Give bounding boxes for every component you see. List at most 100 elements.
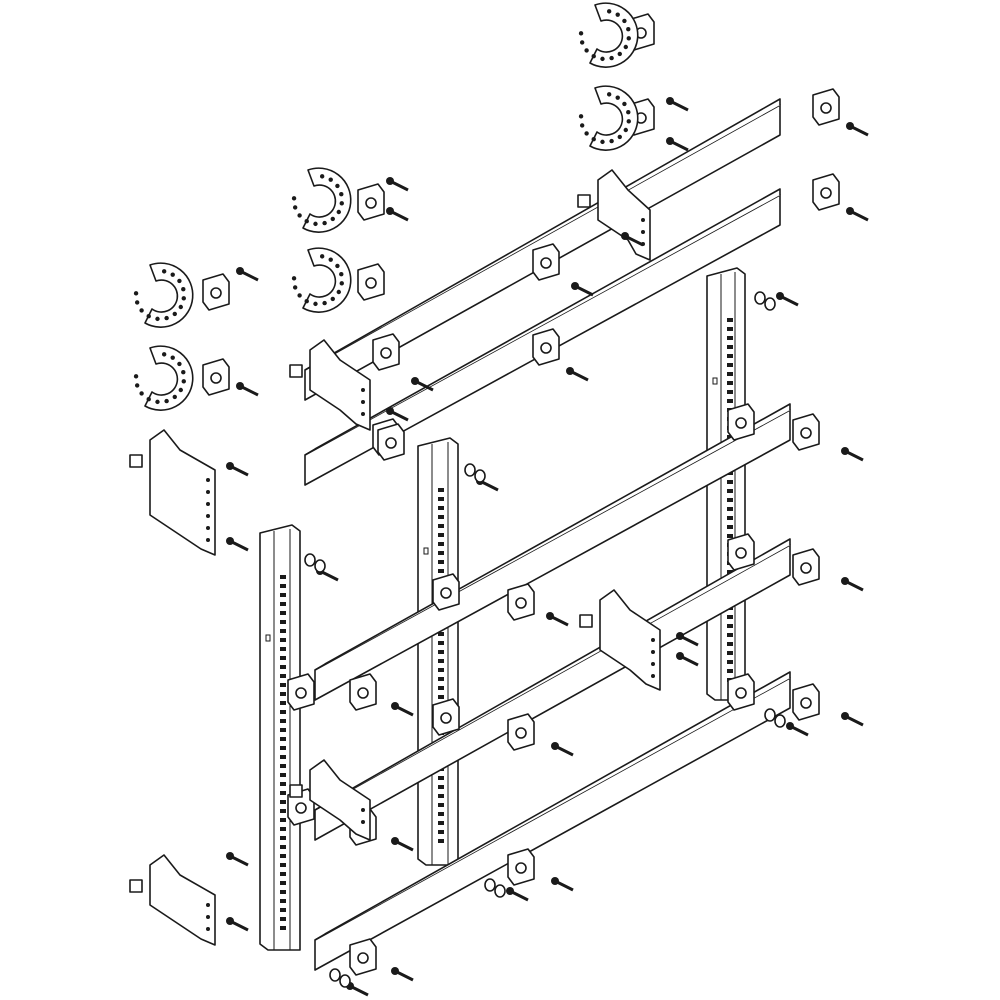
screw [506, 887, 529, 902]
bracket-outline [309, 339, 371, 431]
clamp-hole [295, 802, 307, 814]
screw [411, 377, 434, 392]
screw [666, 97, 689, 112]
ring-hole [330, 296, 335, 302]
rail-clamp [812, 88, 840, 126]
upright-slot [438, 785, 444, 789]
upright-slot [438, 677, 444, 681]
screw-head [386, 177, 394, 185]
upright-slot [727, 318, 733, 322]
mounting-bracket [289, 339, 371, 431]
screw [226, 537, 249, 552]
bracket-outline [149, 854, 216, 946]
clamp-hole [365, 277, 377, 289]
upright-slot [438, 839, 444, 843]
bracket-hole [361, 388, 365, 392]
ring-hole [626, 26, 631, 32]
ring-hole [133, 291, 139, 296]
rail-clamp [532, 243, 560, 281]
ring-hole [623, 127, 628, 133]
washer [764, 297, 776, 311]
nut [289, 364, 303, 378]
upright-slot [280, 908, 286, 912]
upright-slot [438, 830, 444, 834]
upright-slot [727, 345, 733, 349]
screw [546, 612, 569, 627]
clamp-hole [820, 187, 832, 199]
washer [754, 291, 766, 305]
upright-profile [417, 437, 459, 866]
ring-hole [134, 383, 140, 388]
ring-hole [291, 196, 297, 201]
ring-hole [297, 213, 302, 218]
bracket-hole [651, 674, 655, 678]
rail-outline [314, 677, 791, 971]
ring-hole [584, 48, 589, 53]
busbar-rail [314, 671, 791, 971]
ring-hole [322, 220, 327, 226]
screw [841, 447, 864, 462]
ring-outline [302, 247, 352, 313]
ring-hole [579, 40, 585, 45]
screw-head [506, 887, 514, 895]
upright-slot [438, 803, 444, 807]
rail-clamp [532, 328, 560, 366]
rail-clamp [377, 423, 405, 461]
ring-bracket [133, 262, 194, 328]
upright-slot [280, 845, 286, 849]
ring-hole [139, 308, 144, 313]
upright-slot [280, 701, 286, 705]
screw [236, 382, 259, 397]
ring-hole [164, 398, 169, 404]
ring-bracket [291, 247, 352, 313]
ring-hole [606, 9, 612, 14]
screw [841, 712, 864, 727]
ring-hole [600, 139, 605, 145]
bracket-outline [309, 759, 371, 841]
ring-outline [144, 345, 194, 411]
clamp-hole [357, 687, 369, 699]
upright-slot [727, 507, 733, 511]
rail-clamp [507, 583, 535, 621]
screw-head [621, 232, 629, 240]
bracket-hole [206, 514, 210, 518]
bracket-hole [206, 526, 210, 530]
ring-hole [584, 131, 589, 136]
screw-head [566, 367, 574, 375]
ring-hole [622, 101, 627, 107]
ring-hole [339, 201, 344, 206]
ring-hole [335, 263, 340, 269]
upright-slot [438, 560, 444, 564]
upright-slot [438, 506, 444, 510]
washer [774, 714, 786, 728]
rail-top-face [314, 671, 791, 941]
upright-slot [280, 710, 286, 714]
ring-hole [339, 191, 344, 197]
screw [386, 177, 409, 192]
rail-clamp [792, 683, 820, 721]
mounting-bracket [577, 169, 651, 261]
nut [129, 454, 143, 468]
upright-slot [280, 674, 286, 678]
upright-slot [280, 764, 286, 768]
upright-slot [727, 660, 733, 664]
ring-hole [181, 286, 186, 292]
bracket-hole [206, 915, 210, 919]
nut [129, 879, 143, 893]
screw-head [391, 967, 399, 975]
screw-head [226, 462, 234, 470]
ring-hole [609, 55, 614, 61]
ring-hole [591, 53, 596, 59]
washer [464, 463, 476, 477]
ring-hole [336, 209, 341, 215]
screw [846, 122, 869, 137]
screw-head [846, 122, 854, 130]
clamp-hole [440, 587, 452, 599]
screw [386, 407, 409, 422]
clamp-hole [365, 197, 377, 209]
washer [339, 974, 351, 988]
screw-head [666, 97, 674, 105]
mounting-bracket [289, 759, 371, 841]
screw-head [236, 382, 244, 390]
upright-slot [280, 773, 286, 777]
